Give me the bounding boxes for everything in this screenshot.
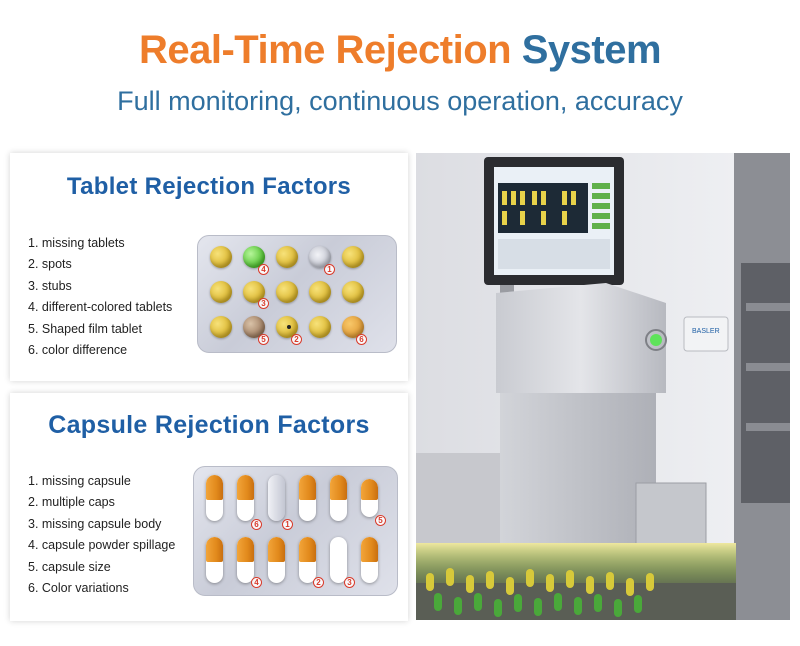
capsule <box>237 537 254 583</box>
defect-marker: 5 <box>258 334 269 345</box>
tablet-factor-item: 5. Shaped film tablet <box>28 321 142 336</box>
empty-capsule-cavity <box>268 475 285 521</box>
defect-marker: 5 <box>375 515 386 526</box>
tablet <box>342 246 364 268</box>
tablet <box>276 281 298 303</box>
capsule-blister-image: 6 1 5 4 2 3 <box>193 466 398 596</box>
capsule <box>237 475 254 521</box>
tablet <box>309 316 331 338</box>
capsule <box>361 537 378 583</box>
tablet-factor-item: 2. spots <box>28 257 72 272</box>
capsule-factor-list: 1. missing capsule 2. multiple caps 3. m… <box>28 471 175 599</box>
tablet-factor-item: 6. color difference <box>28 342 128 357</box>
tablet <box>342 316 364 338</box>
tablet <box>276 316 298 338</box>
capsule <box>330 475 347 521</box>
title-highlight: Real-Time Rejection <box>138 28 512 72</box>
capsule <box>206 537 223 583</box>
capsule <box>361 479 378 517</box>
defect-marker: 3 <box>344 577 355 588</box>
capsule <box>330 537 347 583</box>
defect-marker: 4 <box>251 577 262 588</box>
capsule-panel-heading: Capsule Rejection Factors <box>48 411 370 439</box>
capsule-factor-item: 1. missing capsule <box>28 474 131 488</box>
capsule-rejection-panel: Capsule Rejection Factors 1. missing cap… <box>10 393 408 621</box>
capsule-factor-item: 4. capsule powder spillage <box>28 538 176 553</box>
tablet <box>210 281 232 303</box>
capsule-factor-item: 2. multiple caps <box>28 495 115 510</box>
defect-marker: 6 <box>356 334 367 345</box>
capsule-factor-item: 6. Color variations <box>28 580 129 595</box>
inspection-machine-illustration: BASLER <box>416 153 790 620</box>
defect-marker: 1 <box>324 264 335 275</box>
tablet <box>342 281 364 303</box>
tablet <box>276 246 298 268</box>
tablet <box>210 246 232 268</box>
defect-marker: 3 <box>258 298 269 309</box>
defect-marker: 2 <box>313 577 324 588</box>
title-rest: System <box>521 28 662 72</box>
tablet <box>243 246 265 268</box>
tablet <box>309 281 331 303</box>
empty-tablet-cavity <box>309 246 331 268</box>
tablet <box>243 281 265 303</box>
capsule-factor-item: 5. capsule size <box>28 559 111 574</box>
capsule <box>206 475 223 521</box>
page-subtitle: Full monitoring, continuous operation, a… <box>117 86 683 116</box>
tablet-panel-heading: Tablet Rejection Factors <box>66 173 352 200</box>
tablet-factor-list: 1. missing tablets 2. spots 3. stubs 4. … <box>28 233 172 361</box>
defect-marker: 1 <box>282 519 293 530</box>
tablet-blister-image: 4 1 3 5 2 6 <box>197 235 397 353</box>
defect-marker: 6 <box>251 519 262 530</box>
tablet-factor-item: 4. different-colored tablets <box>28 300 173 315</box>
capsule <box>299 475 316 521</box>
inspection-machine-photo: BASLER <box>416 153 790 620</box>
capsule <box>268 537 285 583</box>
capsule-factor-item: 3. missing capsule body <box>28 516 162 531</box>
tablet-factor-item: 1. missing tablets <box>28 236 125 250</box>
defect-marker: 4 <box>258 264 269 275</box>
tablet-rejection-panel: Tablet Rejection Factors 1. missing tabl… <box>10 153 408 381</box>
tablet <box>243 316 265 338</box>
basler-label: BASLER <box>692 328 720 335</box>
tablet-factor-item: 3. stubs <box>28 278 72 293</box>
tablet <box>210 316 232 338</box>
defect-marker: 2 <box>291 334 302 345</box>
capsule <box>299 537 316 583</box>
page-title: Real-Time Rejection System <box>0 28 800 73</box>
